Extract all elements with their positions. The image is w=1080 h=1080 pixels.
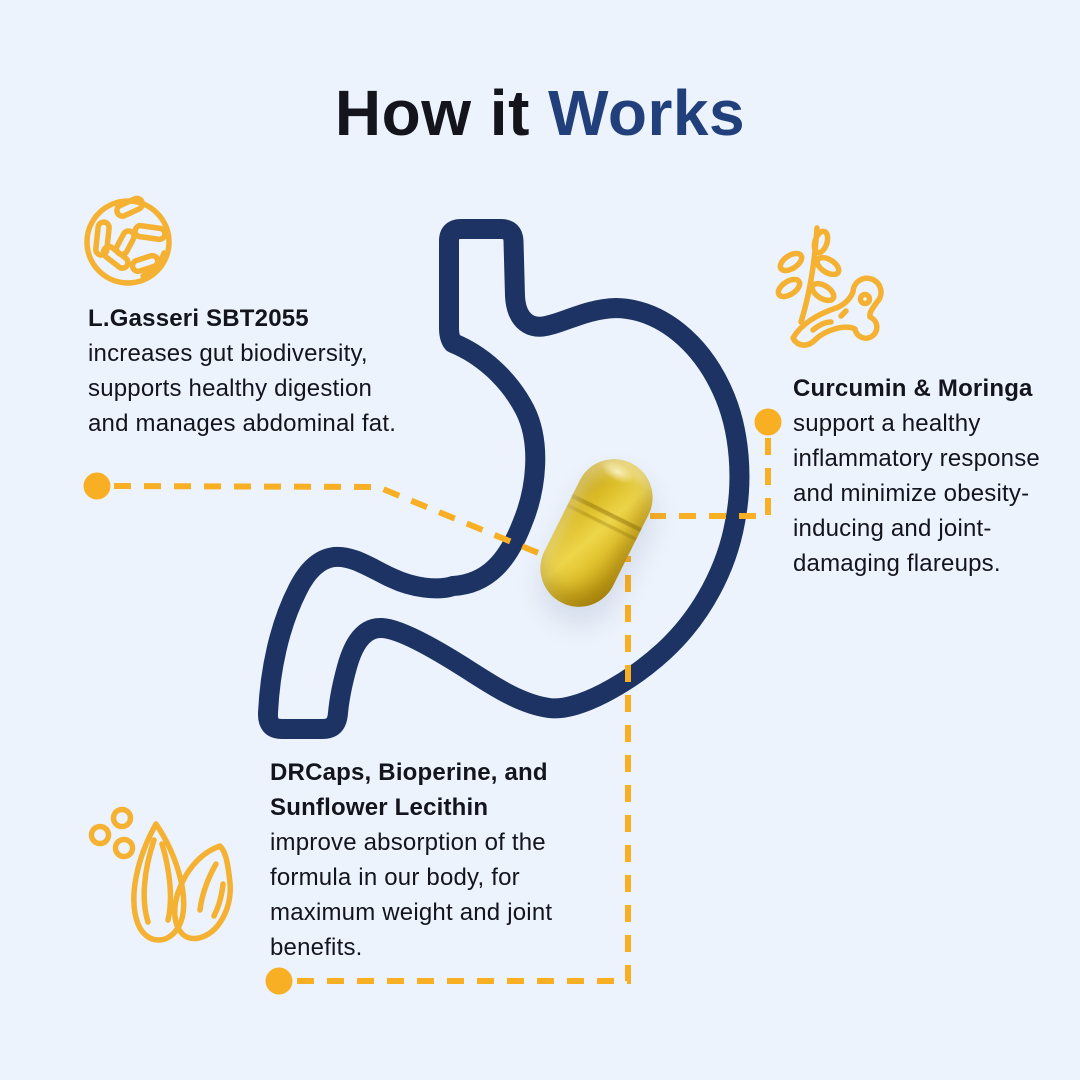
ingredient-desc-line: and minimize obesity- <box>793 480 1030 507</box>
ingredient-desc-line: benefits. <box>270 934 363 961</box>
title-part-accent: Works <box>548 77 746 149</box>
ingredient-desc-line: improve absorption of the <box>270 829 546 856</box>
ingredient-block-l-gasseri: L.Gasseri SBT2055 increases gut biodiver… <box>88 301 396 441</box>
ingredient-desc-line: damaging flareups. <box>793 550 1001 577</box>
sunflower-seeds-icon <box>88 806 233 943</box>
ingredient-name: L.Gasseri SBT2055 <box>88 305 309 332</box>
title-part-dark: How it <box>334 77 549 149</box>
ingredient-desc-line: support a healthy <box>793 410 981 437</box>
connector-dot-right <box>754 408 782 436</box>
ingredient-desc-line: and manages abdominal fat. <box>88 410 397 437</box>
connector-dot-bottom <box>265 967 293 995</box>
probiotic-bacteria-icon <box>84 195 172 286</box>
ingredient-name: DRCaps, Bioperine, and <box>270 759 548 786</box>
connector-l-gasseri <box>83 472 555 562</box>
ingredient-desc-line: maximum weight and joint <box>270 899 553 926</box>
turmeric-moringa-icon <box>775 225 884 348</box>
ingredient-desc-line: inducing and joint- <box>793 515 992 542</box>
connector-drcaps <box>265 556 631 995</box>
ingredient-desc-line: increases gut biodiversity, <box>88 340 368 367</box>
ingredient-block-drcaps: DRCaps, Bioperine, and Sunflower Lecithi… <box>270 755 552 965</box>
connector-dash-right <box>650 438 771 519</box>
ingredient-block-curcumin-moringa: Curcumin & Moringa support a healthy inf… <box>793 371 1040 581</box>
ingredient-name: Sunflower Lecithin <box>270 794 489 821</box>
page-title: How it Works <box>0 76 1080 150</box>
stomach-outline-path <box>257 219 750 739</box>
ingredient-desc-line: formula in our body, for <box>270 864 520 891</box>
connector-curcumin <box>650 408 782 519</box>
connector-dash-bottom <box>297 556 631 984</box>
connector-dash-left <box>113 483 555 562</box>
ingredient-desc-line: supports healthy digestion <box>88 375 373 402</box>
ingredient-name: Curcumin & Moringa <box>793 375 1033 402</box>
connector-dot-left <box>83 472 111 500</box>
ingredient-desc-line: inflammatory response <box>793 445 1040 472</box>
